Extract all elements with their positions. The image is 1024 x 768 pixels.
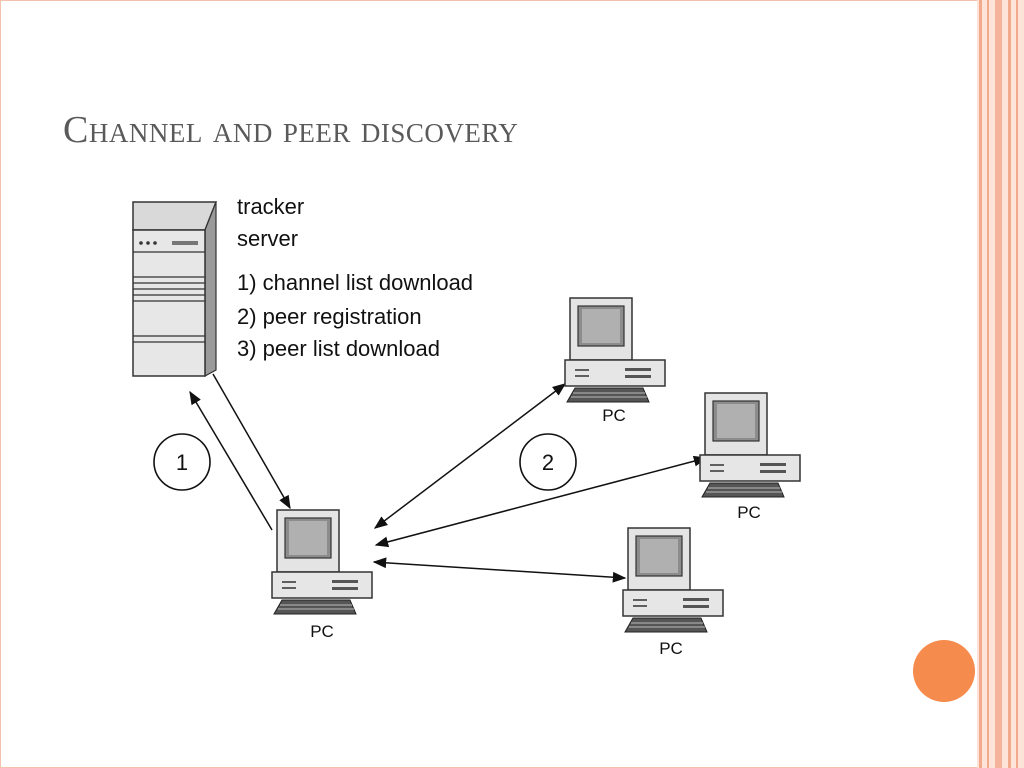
pc-main-label: PC	[310, 622, 334, 641]
arrow-pc-peer-middle	[374, 455, 708, 548]
pc-peer-top-label: PC	[602, 406, 626, 425]
arrow-server-to-pc	[212, 373, 291, 510]
arrow-pc-to-server	[189, 390, 273, 531]
step-circle-1: 1	[153, 433, 211, 491]
step-circle-1-label: 1	[176, 450, 188, 475]
pc-peer-middle-label: PC	[737, 503, 761, 522]
pc-peer-bottom-label: PC	[659, 639, 683, 658]
pc-peer-bottom-icon	[622, 527, 724, 633]
server-label-line2: server	[237, 226, 298, 251]
step-peer-registration: 2) peer registration	[237, 304, 422, 329]
step-circle-2-label: 2	[542, 450, 554, 475]
step-circle-2: 2	[519, 433, 577, 491]
pc-peer-middle-icon	[699, 392, 801, 498]
server-icon	[132, 201, 218, 378]
page-title: Channel and peer discovery	[63, 109, 519, 151]
step-peer-list-download: 3) peer list download	[237, 336, 440, 361]
pc-main-icon	[271, 509, 373, 615]
step-channel-list-download: 1) channel list download	[237, 270, 473, 295]
accent-dot	[913, 640, 975, 702]
server-label-line1: tracker	[237, 194, 304, 219]
pc-peer-top-icon	[564, 297, 666, 403]
arrow-pc-peer-bottom	[372, 557, 627, 583]
